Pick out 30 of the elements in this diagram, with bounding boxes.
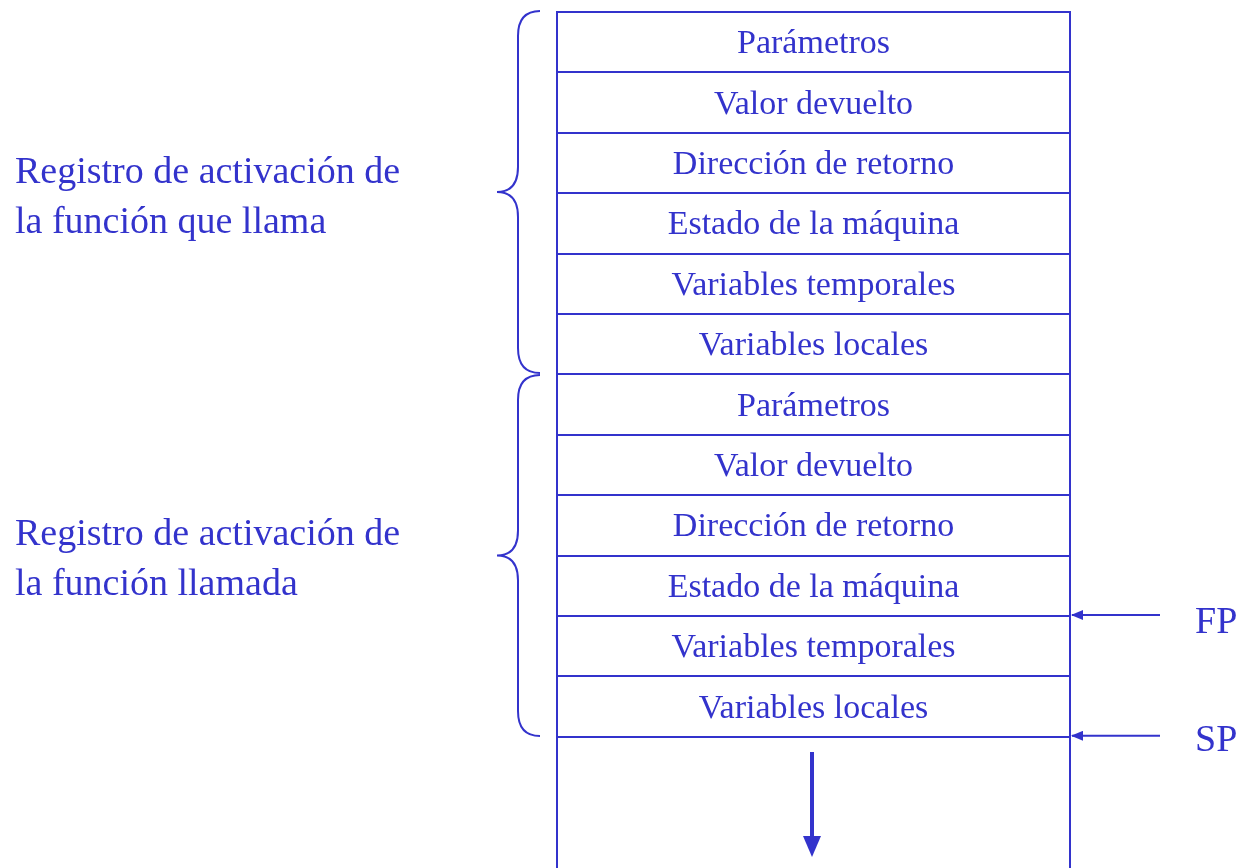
cell-text: Dirección de retorno — [672, 144, 955, 182]
cell-text: Variables locales — [698, 687, 929, 726]
cell-text: Variables temporales — [671, 264, 956, 303]
cell-text: Variables temporales — [671, 627, 956, 666]
frame-label: Registro de activación de la función que llama — [15, 148, 402, 243]
stack-cell — [556, 313, 1071, 376]
cell-text: Estado de la máquina — [667, 566, 960, 605]
cell-text: Parámetros — [737, 23, 890, 62]
cell-text: Parámetros — [737, 385, 890, 424]
stack-cell — [556, 554, 1071, 617]
stack-cell — [556, 71, 1071, 134]
stack-cell — [556, 131, 1071, 195]
stack-cell — [556, 675, 1071, 738]
pointer-label: SP — [1195, 716, 1238, 760]
stack-cell — [556, 11, 1071, 74]
pointer-arrow — [1071, 610, 1161, 620]
cell-text: Variables locales — [698, 325, 929, 364]
cell-text: Estado de la máquina — [667, 204, 960, 243]
cell-text: Valor devuelto — [713, 83, 914, 122]
pointer-label: FP — [1195, 598, 1238, 642]
stack-cell — [556, 373, 1071, 436]
pointer-arrow — [1071, 730, 1161, 741]
cell-text: Dirección de retorno — [672, 506, 955, 545]
stack-cell — [556, 252, 1071, 315]
stack-cell — [556, 615, 1071, 678]
frame-label: Registro de activación de la función llamada — [15, 510, 402, 605]
stack-cell — [556, 433, 1071, 497]
stack-cell — [556, 494, 1071, 557]
stack-cell — [556, 192, 1071, 255]
cell-text: Valor devuelto — [713, 446, 914, 484]
